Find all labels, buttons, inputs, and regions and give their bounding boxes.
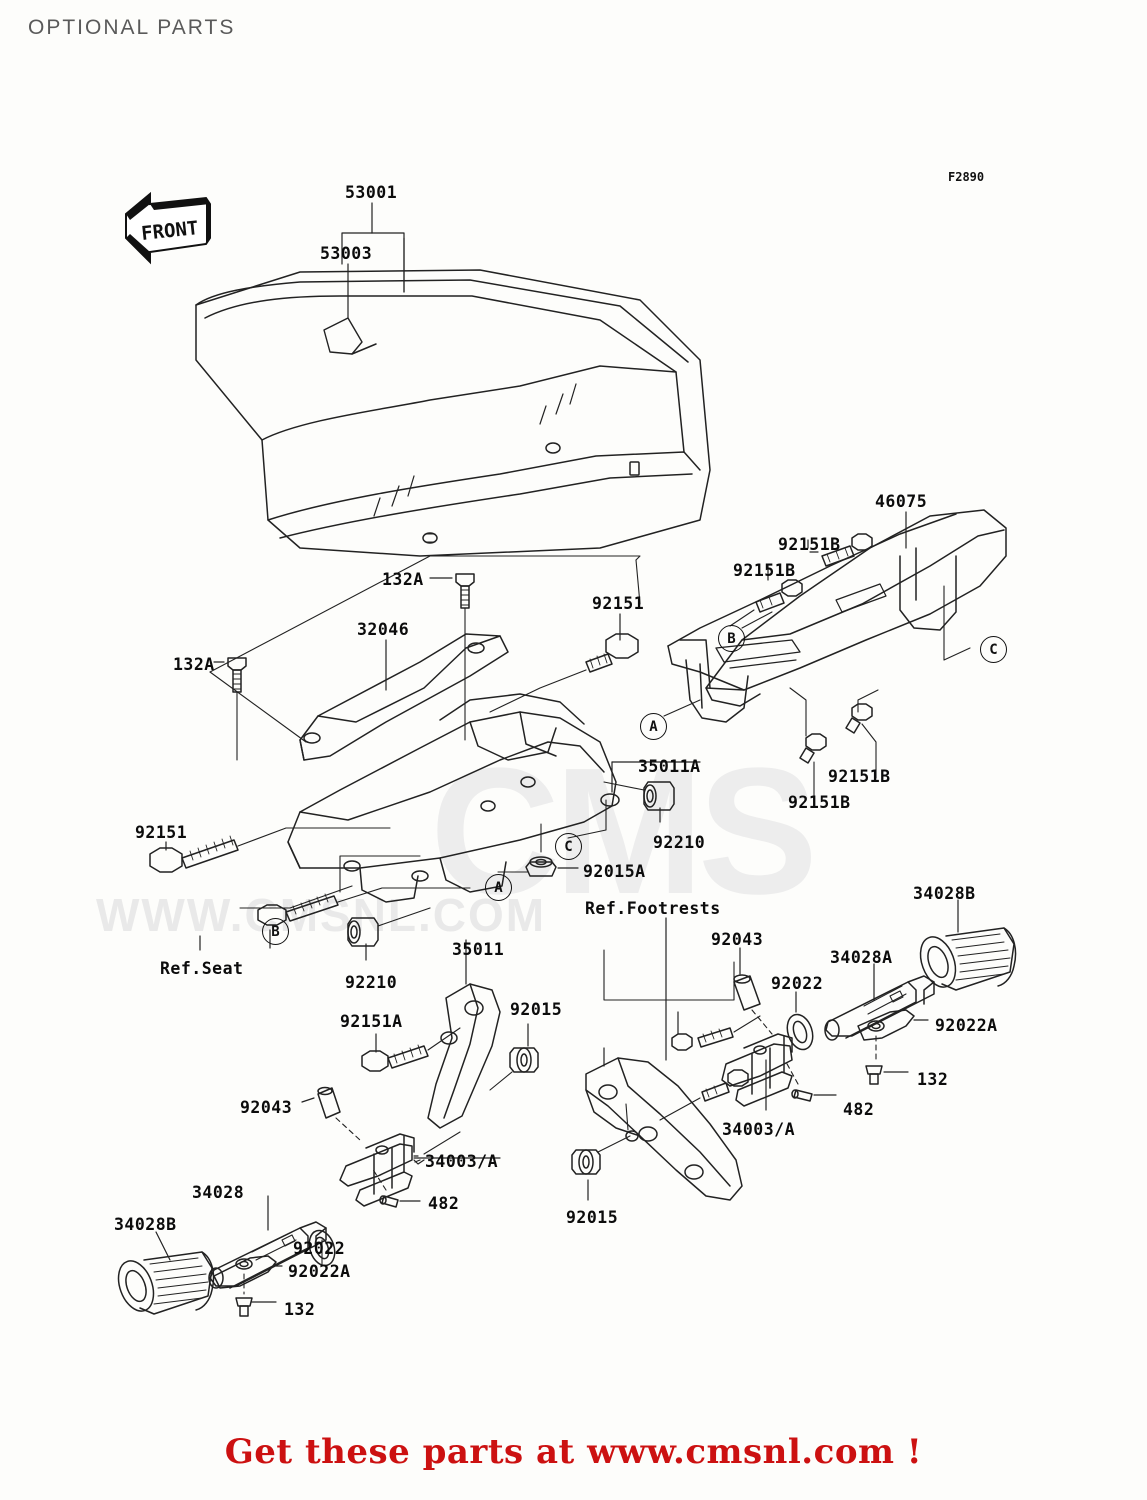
part-label-34003-a: 34003/A [425, 1152, 499, 1171]
part-label-132: 132 [917, 1070, 949, 1089]
part-label-34028b: 34028B [114, 1215, 177, 1234]
part-label-92151b: 92151B [788, 793, 851, 812]
page-title: OPTIONAL PARTS [28, 16, 236, 39]
callout-marker-c: C [555, 833, 582, 860]
part-label-34028: 34028 [192, 1183, 245, 1202]
part-label-92151b: 92151B [733, 561, 796, 580]
part-label-132a: 132A [173, 655, 215, 674]
part-label-92022: 92022 [293, 1239, 346, 1258]
part-label-35011: 35011 [452, 940, 505, 959]
part-label-ref-footrests: Ref.Footrests [585, 899, 721, 918]
part-label-34028b: 34028B [913, 884, 976, 903]
front-direction-badge: FRONT [120, 186, 216, 270]
callout-marker-a: A [640, 713, 667, 740]
part-label-92151b: 92151B [828, 767, 891, 786]
part-label-35011a: 35011A [638, 757, 701, 776]
footer-cta: Get these parts at www.cmsnl.com ! [224, 1432, 923, 1472]
part-label-32046: 32046 [357, 620, 410, 639]
callout-marker-a: A [485, 874, 512, 901]
part-label-482: 482 [843, 1100, 875, 1119]
part-label-92022a: 92022A [288, 1262, 351, 1281]
part-label-53003: 53003 [320, 244, 373, 263]
callout-marker-c: C [980, 636, 1007, 663]
part-label-92151b: 92151B [778, 535, 841, 554]
part-label-92043: 92043 [711, 930, 764, 949]
part-label-92210: 92210 [345, 973, 398, 992]
part-label-92022a: 92022A [935, 1016, 998, 1035]
part-label-92015a: 92015A [583, 862, 646, 881]
part-label-92151: 92151 [135, 823, 188, 842]
part-label-132a: 132A [382, 570, 424, 589]
part-label-92151: 92151 [592, 594, 645, 613]
part-label-132: 132 [284, 1300, 316, 1319]
part-label-34003-a: 34003/A [722, 1120, 796, 1139]
part-label-34028a: 34028A [830, 948, 893, 967]
part-label-92151a: 92151A [340, 1012, 403, 1031]
part-label-92210: 92210 [653, 833, 706, 852]
part-label-92015: 92015 [566, 1208, 619, 1227]
part-label-92043: 92043 [240, 1098, 293, 1117]
part-label-ref-seat: Ref.Seat [160, 959, 244, 978]
part-label-92015: 92015 [510, 1000, 563, 1019]
callout-marker-b: B [718, 625, 745, 652]
part-label-46075: 46075 [875, 492, 928, 511]
part-label-482: 482 [428, 1194, 460, 1213]
diagram-code: F2890 [948, 170, 985, 184]
callout-marker-b: B [262, 918, 289, 945]
part-label-53001: 53001 [345, 183, 398, 202]
part-label-92022: 92022 [771, 974, 824, 993]
